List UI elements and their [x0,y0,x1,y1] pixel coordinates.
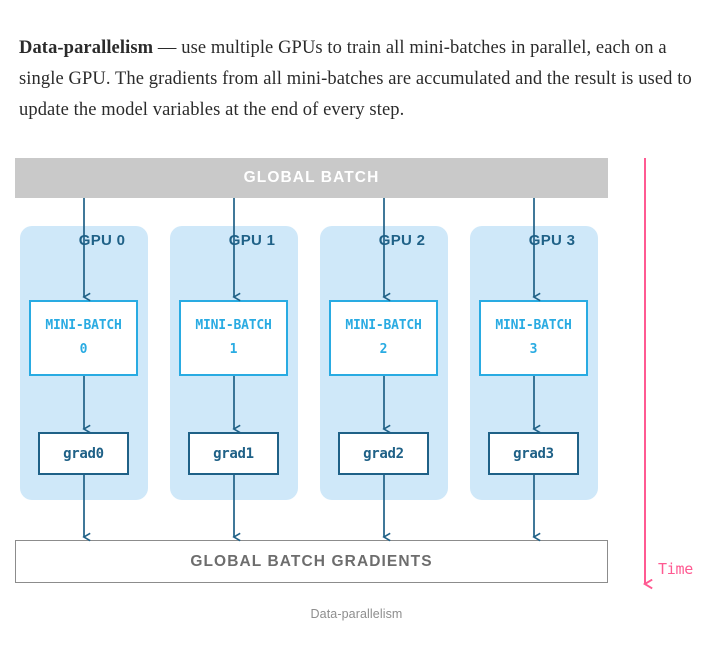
intro-body: — use multiple GPUs to train all mini-ba… [19,37,692,120]
grad-box-3: grad3 [488,432,579,475]
gpu-label-1: GPU 1 [228,232,276,249]
mini-batch-index-3: 3 [529,342,538,357]
global-batch-label: GLOBAL BATCH [243,169,380,186]
mini-batch-index-2: 2 [379,342,388,357]
global-batch-bar: GLOBAL BATCH [15,158,608,198]
grad-box-2: grad2 [338,432,429,475]
mini-batch-box-2: MINI-BATCH 2 [329,300,438,376]
intro-paragraph: Data-parallelism — use multiple GPUs to … [19,33,697,126]
mini-batch-title-0: MINI-BATCH [45,318,122,333]
mini-batch-box-3: MINI-BATCH 3 [479,300,588,376]
mini-batch-box-1: MINI-BATCH 1 [179,300,288,376]
gpu-label-0: GPU 0 [78,232,126,249]
time-axis-label: Time [658,560,693,578]
mini-batch-index-0: 0 [79,342,88,357]
data-parallelism-diagram: GLOBAL BATCH GPU 0 GPU 1 GPU 2 GPU 3 MIN… [0,140,713,645]
gpu-label-2: GPU 2 [378,232,426,249]
gpu-label-3: GPU 3 [528,232,576,249]
mini-batch-box-0: MINI-BATCH 0 [29,300,138,376]
mini-batch-title-3: MINI-BATCH [495,318,572,333]
figure-caption: Data-parallelism [310,607,403,621]
grad-box-1: grad1 [188,432,279,475]
mini-batch-index-1: 1 [229,342,238,357]
mini-batch-title-1: MINI-BATCH [195,318,272,333]
global-batch-gradients-label: GLOBAL BATCH GRADIENTS [190,552,433,570]
intro-term: Data-parallelism [19,37,154,58]
mini-batch-title-2: MINI-BATCH [345,318,422,333]
grad-box-0: grad0 [38,432,129,475]
global-batch-gradients-bar: GLOBAL BATCH GRADIENTS [15,540,608,583]
